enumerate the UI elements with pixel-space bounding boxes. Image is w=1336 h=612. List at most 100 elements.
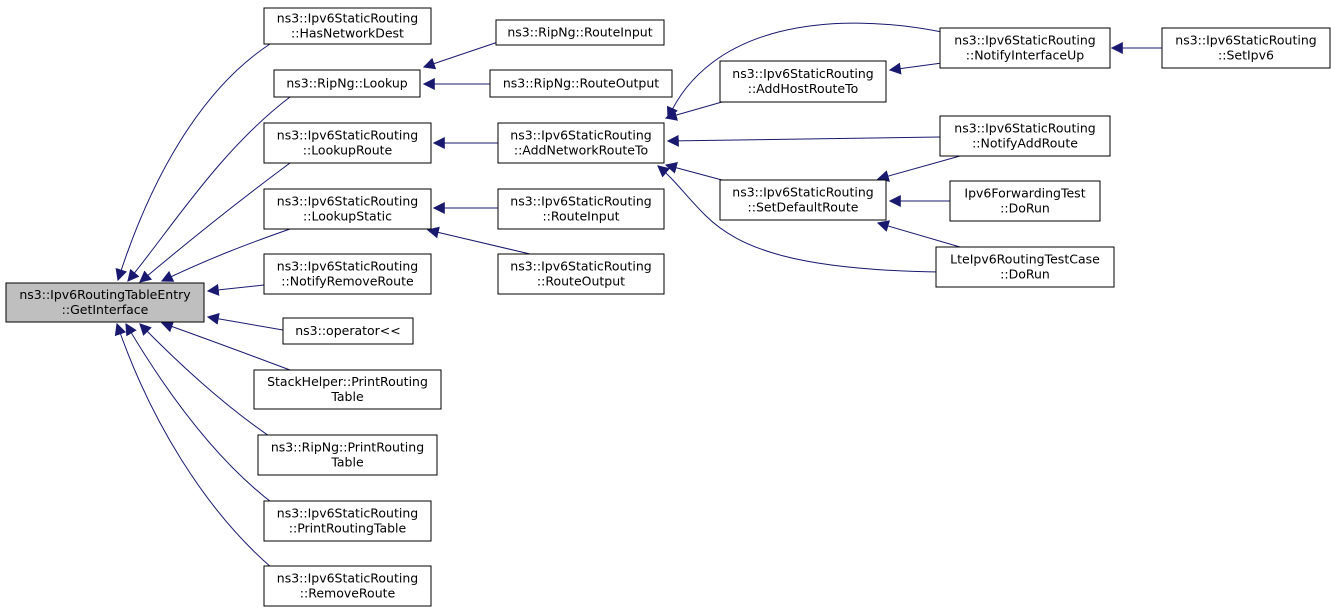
node-label: ::NotifyAddRoute [972,136,1078,151]
nodes-layer: ns3::Ipv6RoutingTableEntry::GetInterface… [5,7,1331,607]
edge-ripng_print-to-root [139,323,276,441]
edge-notifyup-to-addhost [888,62,943,75]
node-ltetest[interactable]: LteIpv6RoutingTestCase::DoRun [935,246,1115,288]
node-setdefault[interactable]: ns3::Ipv6StaticRouting::SetDefaultRoute [719,179,887,221]
node-lookuproute[interactable]: ns3::Ipv6StaticRouting::LookupRoute [263,122,432,164]
node-box [497,253,665,295]
node-label: Table [330,389,364,404]
node-root[interactable]: ns3::Ipv6RoutingTableEntry::GetInterface [5,282,205,323]
node-label: ns3::Ipv6StaticRouting [277,259,418,274]
node-label: ns3::Ipv6StaticRouting [954,121,1095,136]
edge-ripng_lookup-to-root [127,96,291,282]
node-stackhelper[interactable]: StackHelper::PrintRoutingTable [253,369,442,410]
node-label: ::DoRun [1000,201,1050,216]
edge-ltetest-to-setdefault [876,220,961,248]
node-label: ns3::Ipv6StaticRouting [954,33,1095,48]
node-box [253,369,442,410]
node-box [282,317,414,345]
node-box [935,246,1115,288]
node-label: ::LookupStatic [303,209,392,224]
node-removeroute[interactable]: ns3::Ipv6StaticRouting::RemoveRoute [263,565,432,607]
edge-lookuproute-to-root [139,162,291,283]
node-label: ns3::Ipv6StaticRouting [510,194,651,209]
node-box [719,60,887,103]
node-static_rin[interactable]: ns3::Ipv6StaticRouting::RouteInput [497,188,665,230]
edge-lookupstatic-to-root [160,228,291,282]
edge-notifyadd-to-addnetwork [666,134,941,147]
node-setipv6[interactable]: ns3::Ipv6StaticRouting::SetIpv6 [1161,27,1331,69]
node-static_rout[interactable]: ns3::Ipv6StaticRouting::RouteOutput [497,253,665,295]
node-box [949,180,1101,222]
node-label: ns3::Ipv6StaticRouting [510,128,651,143]
node-label: ns3::Ipv6RoutingTableEntry [19,287,191,302]
node-hasnetdest[interactable]: ns3::Ipv6StaticRouting::HasNetworkDest [263,7,432,45]
node-ripng_lookup[interactable]: ns3::RipNg::Lookup [273,69,421,98]
edge-setdefault-to-addnetwork [664,161,723,181]
node-ripng_print[interactable]: ns3::RipNg::PrintRoutingTable [257,434,438,476]
node-box [263,565,432,607]
node-box [489,69,673,98]
node-box [263,253,432,295]
node-label: ::RouteInput [542,209,619,224]
node-notifyup[interactable]: ns3::Ipv6StaticRouting::NotifyInterfaceU… [939,27,1111,69]
node-box [497,122,665,164]
node-box [263,122,432,164]
node-label: ns3::Ipv6StaticRouting [277,506,418,521]
node-box [939,27,1111,69]
node-label: ::SetDefaultRoute [748,200,859,215]
edge-ripng_rin-to-ripng_lookup [422,41,499,70]
edge-stackhelper-to-root [160,320,291,371]
node-notifyadd[interactable]: ns3::Ipv6StaticRouting::NotifyAddRoute [939,115,1111,157]
edge-static_rout-to-lookupstatic [426,226,531,255]
node-label: ns3::RipNg::PrintRouting [271,440,424,455]
node-label: ::DoRun [1000,267,1050,282]
node-box [263,188,432,230]
node-box [939,115,1111,157]
node-addnetwork[interactable]: ns3::Ipv6StaticRouting::AddNetworkRouteT… [497,122,665,164]
node-ripng_rout[interactable]: ns3::RipNg::RouteOutput [489,69,673,98]
node-label: ns3::RipNg::Lookup [286,76,407,91]
node-label: ns3::Ipv6StaticRouting [1175,33,1316,48]
node-label: ::HasNetworkDest [291,26,404,41]
node-box [495,19,665,46]
edge-static_print-to-root [125,322,276,506]
edge-notifyup-to-addnetwork [666,22,943,120]
edge-notifyadd-to-setdefault [876,155,961,182]
node-label: ns3::Ipv6StaticRouting [277,571,418,586]
node-label: ns3::Ipv6StaticRouting [277,11,418,26]
node-box [263,7,432,45]
node-box [263,500,432,542]
node-label: ::RemoveRoute [300,586,396,601]
node-label: ::NotifyInterfaceUp [966,48,1084,63]
node-label: ::AddNetworkRouteTo [514,143,648,158]
node-label: ns3::Ipv6StaticRouting [732,185,873,200]
node-static_print[interactable]: ns3::Ipv6StaticRouting::PrintRoutingTabl… [263,500,432,542]
node-box [257,434,438,476]
node-label: ::NotifyRemoveRoute [281,274,414,289]
node-label: ns3::Ipv6StaticRouting [277,128,418,143]
node-box [1161,27,1331,69]
node-addhost[interactable]: ns3::Ipv6StaticRouting::AddHostRouteTo [719,60,887,103]
node-label: ::PrintRoutingTable [289,521,407,536]
node-label: Ipv6ForwardingTest [964,186,1085,201]
node-fwdtest[interactable]: Ipv6ForwardingTest::DoRun [949,180,1101,222]
node-label: ::LookupRoute [303,143,393,158]
node-lookupstatic[interactable]: ns3::Ipv6StaticRouting::LookupStatic [263,188,432,230]
node-label: ::AddHostRouteTo [748,81,859,96]
edge-removeroute-to-root [114,322,273,569]
node-label: LteIpv6RoutingTestCase [950,252,1100,267]
node-notifyremove[interactable]: ns3::Ipv6StaticRouting::NotifyRemoveRout… [263,253,432,295]
node-box [719,179,887,221]
node-box [5,282,205,323]
node-label: StackHelper::PrintRouting [267,374,428,389]
node-label: ::SetIpv6 [1218,48,1274,63]
edges-layer [114,22,1162,569]
node-box [497,188,665,230]
node-label: ns3::Ipv6StaticRouting [732,66,873,81]
node-label: ::RouteOutput [537,274,625,289]
node-ripng_rin[interactable]: ns3::RipNg::RouteInput [495,19,665,46]
node-operator[interactable]: ns3::operator<< [282,317,414,345]
node-label: ns3::RipNg::RouteInput [507,25,652,40]
edge-ltetest-to-addnetwork [657,165,941,273]
